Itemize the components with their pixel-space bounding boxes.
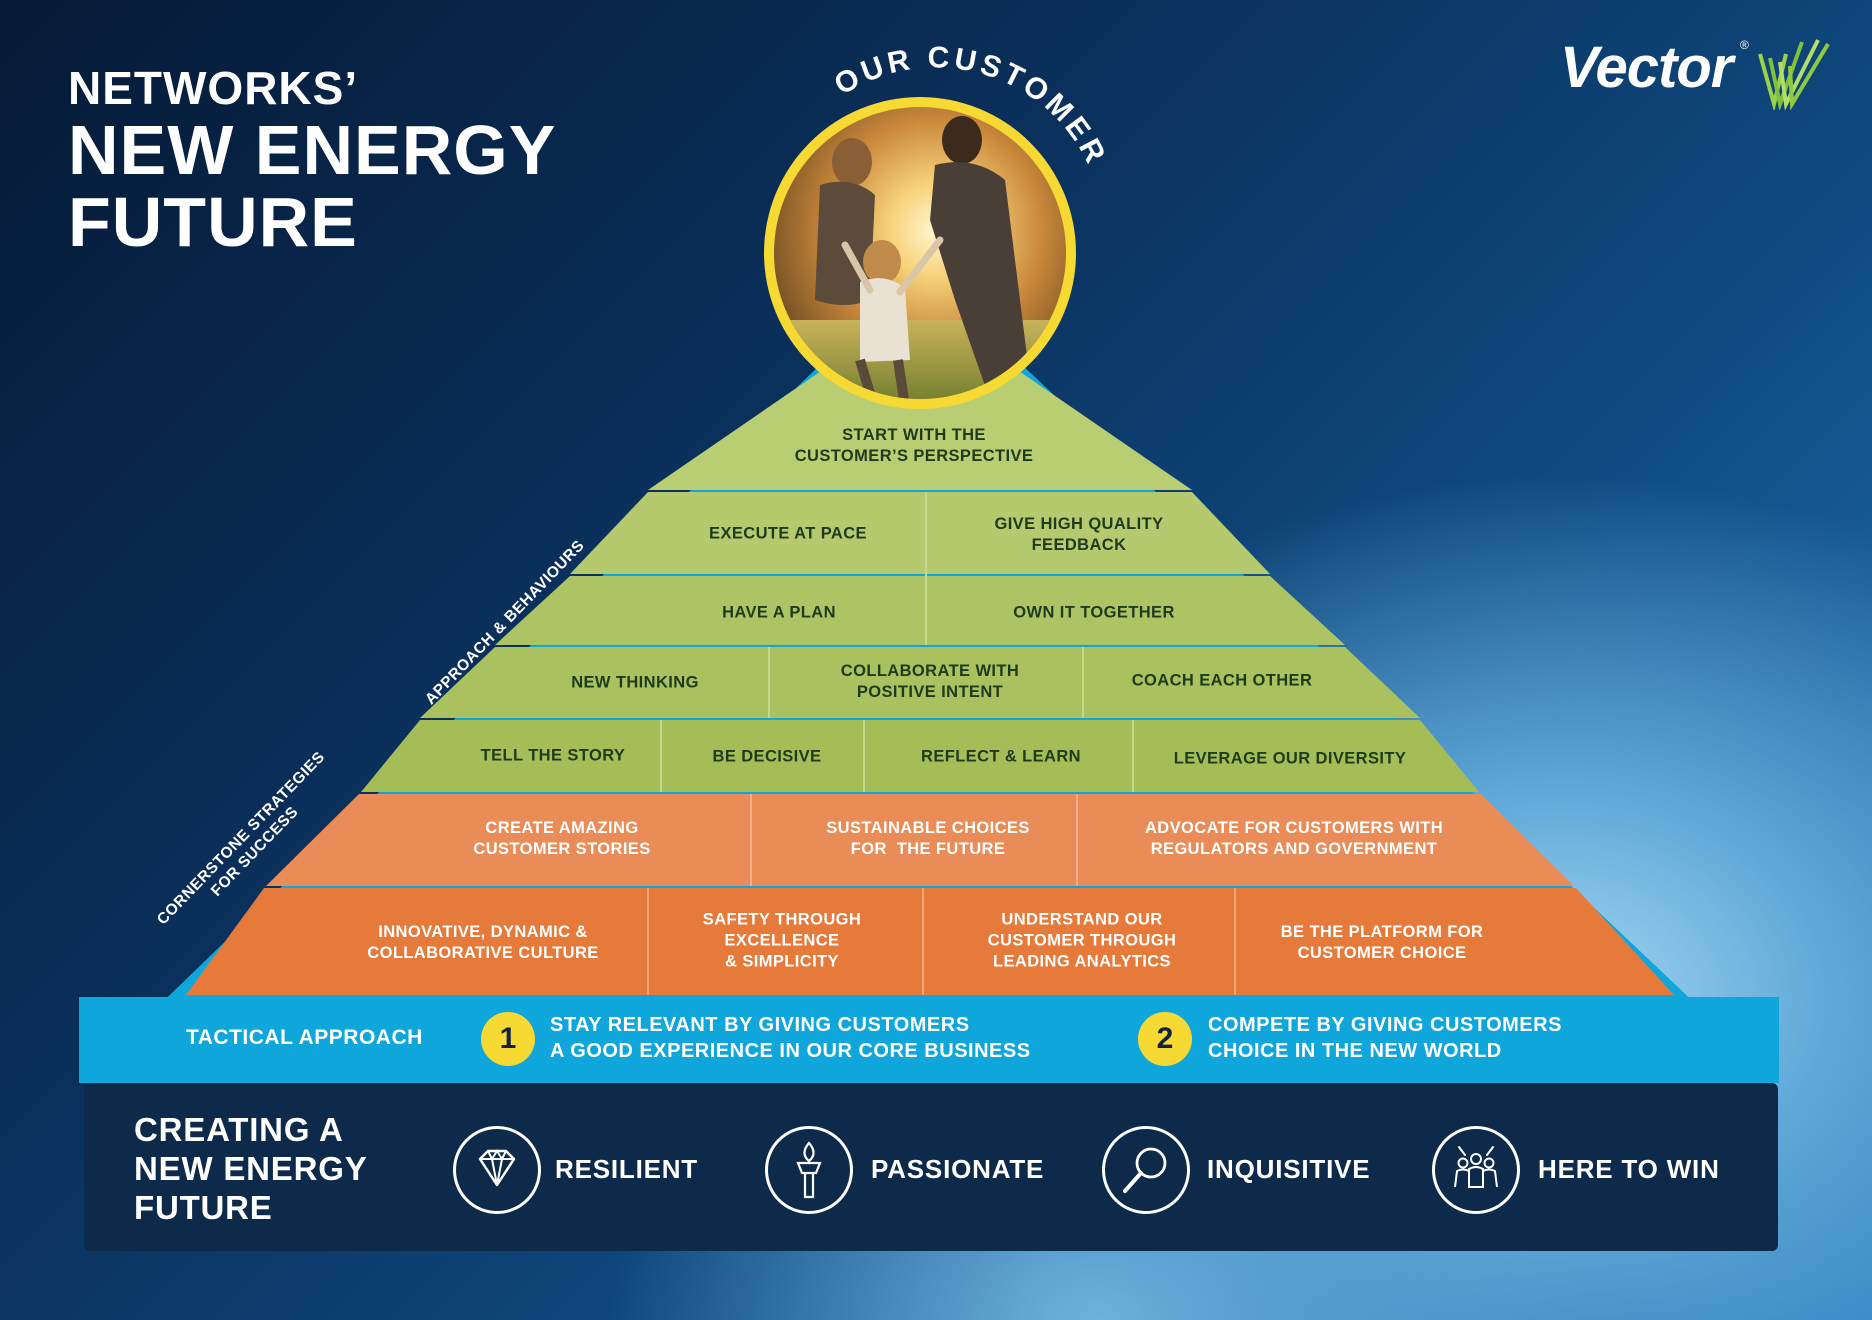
- title-line-3: FUTURE: [68, 183, 358, 261]
- tactical-item-1-text: STAY RELEVANT BY GIVING CUSTOMERS A GOOD…: [550, 1014, 1031, 1062]
- customer-photo: [764, 97, 1076, 409]
- values-title: CREATING A NEW ENERGY FUTURE: [134, 1111, 368, 1226]
- tactical-item-2-text: COMPETE BY GIVING CUSTOMERS CHOICE IN TH…: [1208, 1014, 1562, 1062]
- approach-be-decisive: BE DECISIVE: [712, 747, 822, 766]
- approach-execute-at-pace: EXECUTE AT PACE: [709, 524, 867, 543]
- title-line-2: NEW ENERGY: [68, 111, 557, 189]
- diamond-icon: [453, 1126, 541, 1214]
- tactical-number-2: 2: [1138, 1012, 1192, 1066]
- cornerstone-customer-stories: CREATE AMAZING CUSTOMER STORIES: [473, 819, 651, 858]
- team-icon: [1432, 1126, 1520, 1214]
- approach-tell-the-story: TELL THE STORY: [480, 746, 626, 765]
- approach-start-with-customer: START WITH THE CUSTOMER’S PERSPECTIVE: [794, 426, 1034, 465]
- title-line-1: NETWORKS’: [68, 62, 359, 114]
- cornerstone-analytics: UNDERSTAND OUR CUSTOMER THROUGH LEADING …: [987, 910, 1177, 971]
- tactical-band: [79, 997, 1779, 1083]
- approach-new-thinking: NEW THINKING: [571, 673, 699, 692]
- vector-logo: Vector ®: [1560, 34, 1830, 110]
- approach-coach-each-other: COACH EACH OTHER: [1131, 671, 1313, 690]
- value-inquisitive: INQUISITIVE: [1207, 1154, 1371, 1184]
- cornerstone-platform: BE THE PLATFORM FOR CUSTOMER CHOICE: [1280, 923, 1484, 962]
- cornerstone-innovative-culture: INNOVATIVE, DYNAMIC & COLLABORATIVE CULT…: [367, 923, 599, 962]
- logo-registered-mark: ®: [1740, 38, 1749, 52]
- approach-give-feedback: GIVE HIGH QUALITY FEEDBACK: [994, 515, 1164, 554]
- page-title: NETWORKS’ NEW ENERGY FUTURE: [68, 62, 556, 258]
- cornerstone-sustainable-choices: SUSTAINABLE CHOICES FOR THE FUTURE: [826, 819, 1030, 858]
- value-resilient: RESILIENT: [555, 1154, 698, 1184]
- value-here-to-win: HERE TO WIN: [1538, 1154, 1720, 1184]
- cornerstone-safety: SAFETY THROUGH EXCELLENCE & SIMPLICITY: [702, 910, 862, 971]
- approach-own-it-together: OWN IT TOGETHER: [1013, 603, 1175, 622]
- torch-icon: [765, 1126, 853, 1214]
- approach-have-a-plan: HAVE A PLAN: [722, 603, 836, 622]
- logo-wordmark: Vector: [1560, 35, 1733, 100]
- value-passionate: PASSIONATE: [871, 1154, 1045, 1184]
- tactical-approach-label: TACTICAL APPROACH: [186, 1026, 423, 1049]
- approach-collaborate: COLLABORATE WITH POSITIVE INTENT: [840, 662, 1020, 701]
- magnifier-icon: [1102, 1126, 1190, 1214]
- cornerstone-layer: [186, 794, 1674, 995]
- tactical-number-1: 1: [481, 1012, 535, 1066]
- approach-reflect-learn: REFLECT & LEARN: [921, 747, 1081, 766]
- approach-leverage-diversity: LEVERAGE OUR DIVERSITY: [1173, 749, 1407, 768]
- cornerstone-advocate: ADVOCATE FOR CUSTOMERS WITH REGULATORS A…: [1144, 819, 1444, 858]
- logo-swoosh-icon: [1758, 39, 1830, 110]
